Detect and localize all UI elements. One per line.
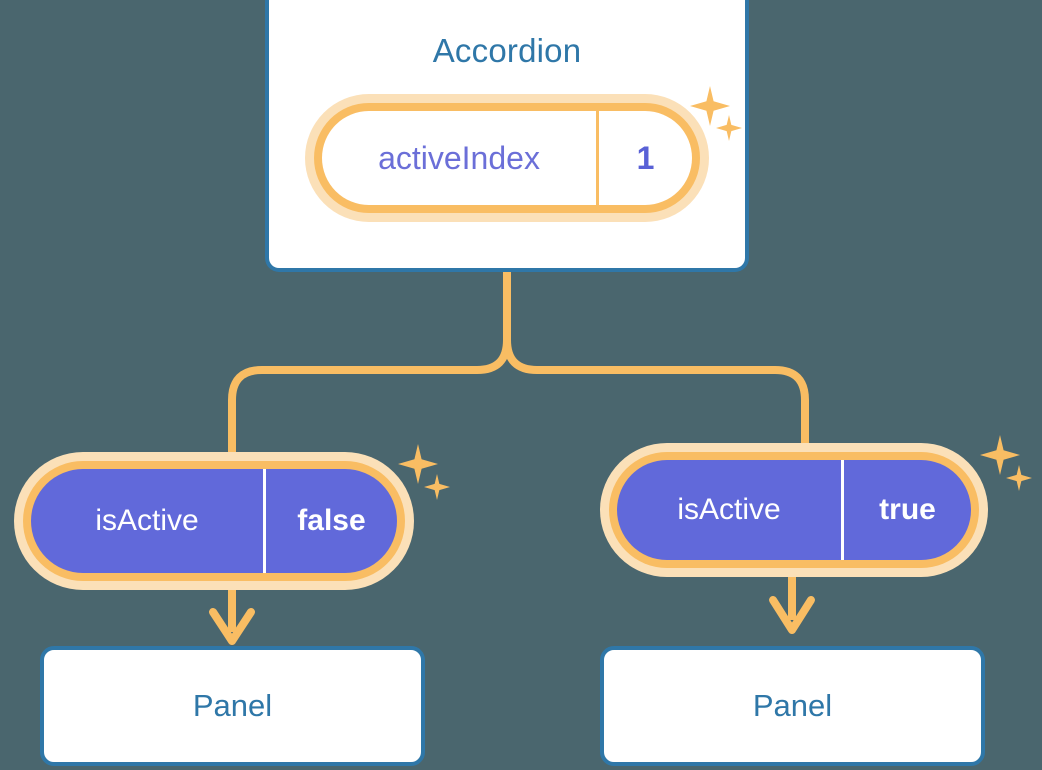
state-key-label: activeIndex — [322, 111, 599, 205]
arrow-head-right — [769, 596, 815, 634]
branch-line-right — [503, 268, 809, 447]
component-card-panel-right[interactable]: Panel — [600, 646, 985, 766]
component-title-accordion: Accordion — [432, 32, 582, 69]
state-value-label: true — [841, 460, 971, 560]
state-key-label: isActive — [677, 493, 781, 526]
component-title-panel: Panel — [752, 688, 833, 723]
component-card-panel-left[interactable]: Panel — [40, 646, 425, 766]
pill-body: isActive true — [617, 460, 971, 560]
pill-body: isActive false — [31, 469, 397, 573]
state-pill-isactive-right[interactable]: isActive true — [600, 443, 988, 577]
state-pill-isactive-left[interactable]: isActive false — [14, 452, 414, 590]
pill-body: activeIndex 1 — [322, 111, 692, 205]
state-pill-activeindex[interactable]: activeIndex 1 — [305, 94, 709, 222]
component-title-panel: Panel — [192, 688, 273, 723]
arrow-head-left — [209, 608, 255, 645]
state-key-label: isActive — [95, 504, 199, 537]
state-value-label: 1 — [636, 139, 655, 176]
branch-line-left — [228, 268, 511, 456]
state-value-label: false — [263, 469, 397, 573]
